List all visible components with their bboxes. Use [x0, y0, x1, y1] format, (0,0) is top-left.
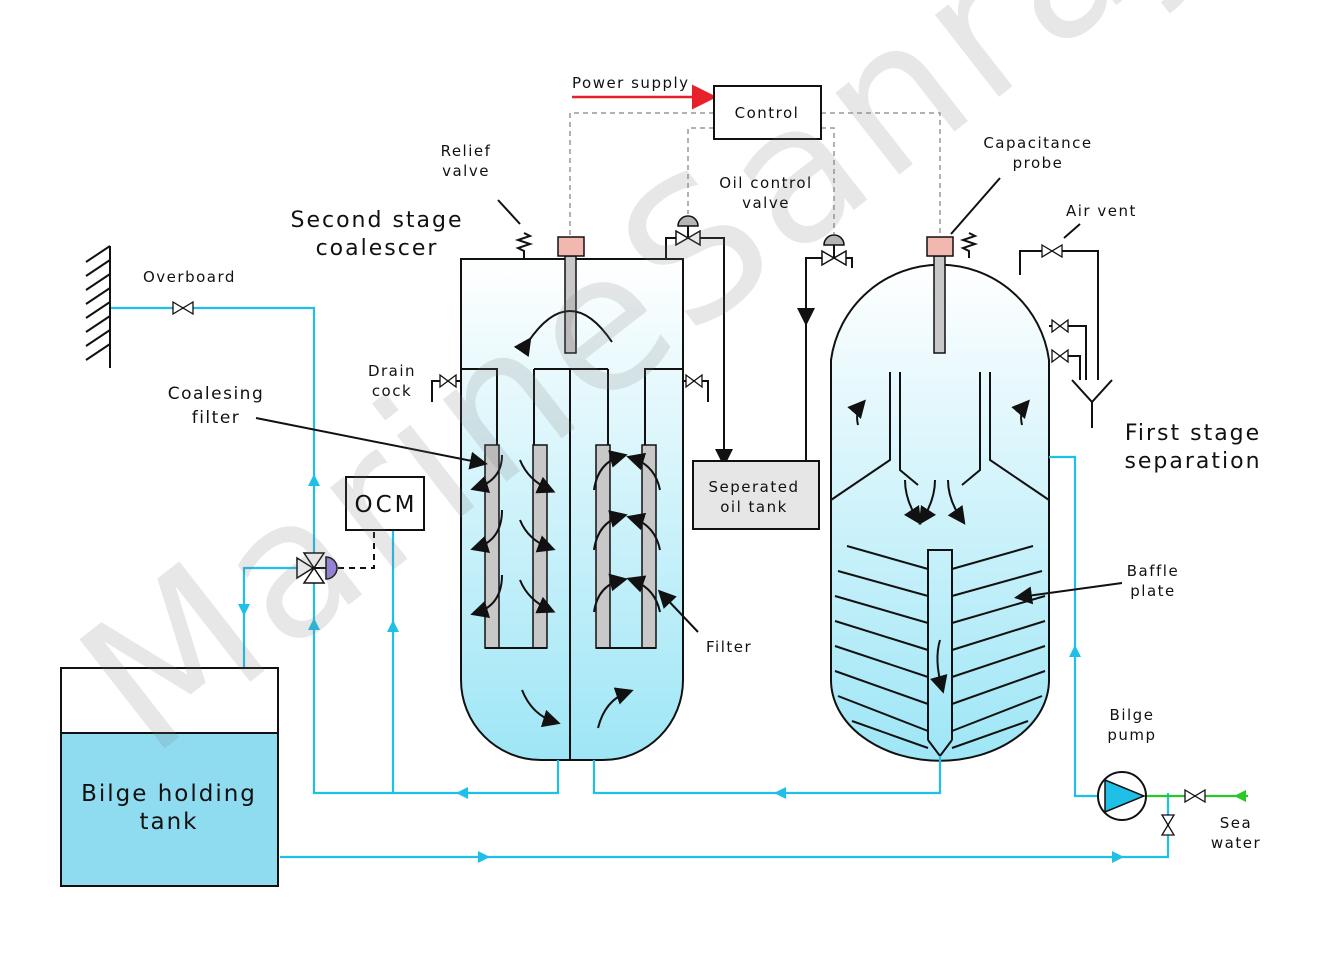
oil-control-valve-label: valve	[742, 194, 790, 212]
second-stage-label: coalescer	[316, 236, 439, 261]
bilge-pump-label: pump	[1107, 726, 1156, 744]
filter-label: Filter	[706, 638, 752, 656]
oil-control-valve-label: Oil control	[719, 174, 812, 192]
drain-cock-icon	[431, 373, 461, 402]
control-signal-lines	[569, 112, 941, 237]
leader-lines	[255, 417, 1123, 633]
bilge-holding-tank	[60, 667, 279, 887]
air-vent-label: Air vent	[1066, 202, 1137, 220]
baffle-plate-label: plate	[1130, 582, 1176, 600]
overboard-label: Overboard	[143, 268, 236, 286]
oil-control-valve-icon	[821, 234, 847, 267]
bilge-pump-label: Bilge	[1110, 706, 1155, 724]
air-vent-icon	[1019, 223, 1113, 428]
water-piping	[110, 306, 1248, 863]
sea-water-valve-icon	[1184, 788, 1206, 804]
overboard-valve-icon	[172, 300, 194, 316]
capacitance-probe-label: probe	[1013, 154, 1064, 172]
drain-cock-icon	[683, 373, 709, 402]
power-supply-label: Power supply	[572, 74, 690, 92]
bilge-holding-tank-label: tank	[139, 809, 198, 835]
relief-valve-icon	[514, 232, 534, 258]
ocm-label: OCM	[354, 492, 417, 518]
drain-cock-label: Drain	[368, 362, 416, 380]
sea-water-label: Sea	[1220, 814, 1252, 832]
baffle-plates	[834, 545, 1046, 749]
relief-valve-label: valve	[442, 162, 490, 180]
oil-control-valve-icon	[675, 215, 701, 247]
first-stage-label: First stage	[1125, 421, 1261, 446]
relief-valve-icon	[959, 232, 979, 258]
coalesing-filter-label: filter	[192, 408, 241, 428]
bilge-pump-icon	[1097, 771, 1147, 821]
sea-water-label: water	[1211, 834, 1261, 852]
second-stage-label: Second stage	[290, 208, 463, 233]
relief-probe-head	[557, 236, 585, 257]
coalesing-filter-label: Coalesing	[168, 384, 265, 404]
suction-valve-icon	[1160, 814, 1176, 836]
capacitance-probe-label: Capacitance	[983, 134, 1092, 152]
bilge-holding-tank-label: Bilge holding	[81, 781, 257, 807]
ocm-box	[345, 476, 425, 531]
control-box	[713, 85, 822, 140]
overboard-hull-wall	[85, 245, 111, 368]
baffle-plate-label: Baffle	[1127, 562, 1179, 580]
coalescer-internals	[461, 236, 683, 760]
capacitance-probe-head	[926, 236, 954, 257]
three-way-valve-icon	[296, 552, 338, 584]
bilge-holding-tank-water	[61, 733, 278, 886]
separated-oil-tank-label: oil tank	[720, 498, 788, 516]
second-stage-coalescer-vessel	[460, 258, 684, 761]
separated-oil-tank-label: Seperated	[709, 478, 800, 496]
relief-valve-label: Relief	[441, 142, 492, 160]
control-label: Control	[735, 104, 800, 122]
first-stage-label: separation	[1124, 449, 1261, 474]
ocm-actuator-icon	[325, 556, 338, 580]
separated-oil-tank	[692, 460, 820, 530]
drain-cock-label: cock	[372, 382, 412, 400]
